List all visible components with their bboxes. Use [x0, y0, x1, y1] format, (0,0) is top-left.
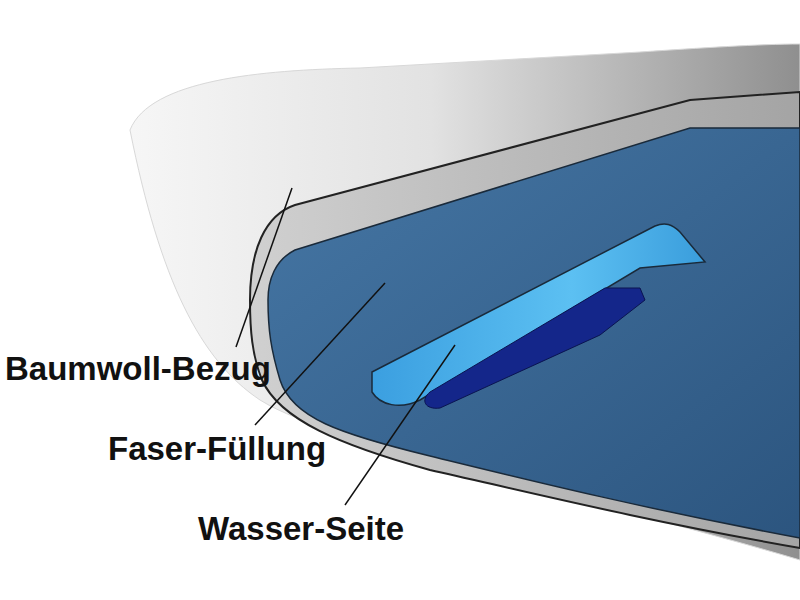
leader-line	[345, 345, 455, 505]
part-label: Baumwoll-Bezug	[5, 350, 271, 388]
leader-line	[236, 188, 292, 347]
part-label: Faser-Füllung	[108, 430, 326, 468]
part-label-text: Faser-Füllung	[108, 430, 326, 467]
part-label-text: Wasser-Seite	[198, 510, 404, 547]
leader-line	[255, 283, 385, 425]
water-cavity	[425, 288, 645, 408]
pillow-shell	[130, 44, 800, 560]
water-chamber	[372, 224, 705, 405]
part-label-text: Baumwoll-Bezug	[5, 350, 271, 387]
part-label: Wasser-Seite	[198, 510, 404, 548]
fiber-filling	[268, 128, 800, 538]
cover-cut	[250, 92, 800, 548]
